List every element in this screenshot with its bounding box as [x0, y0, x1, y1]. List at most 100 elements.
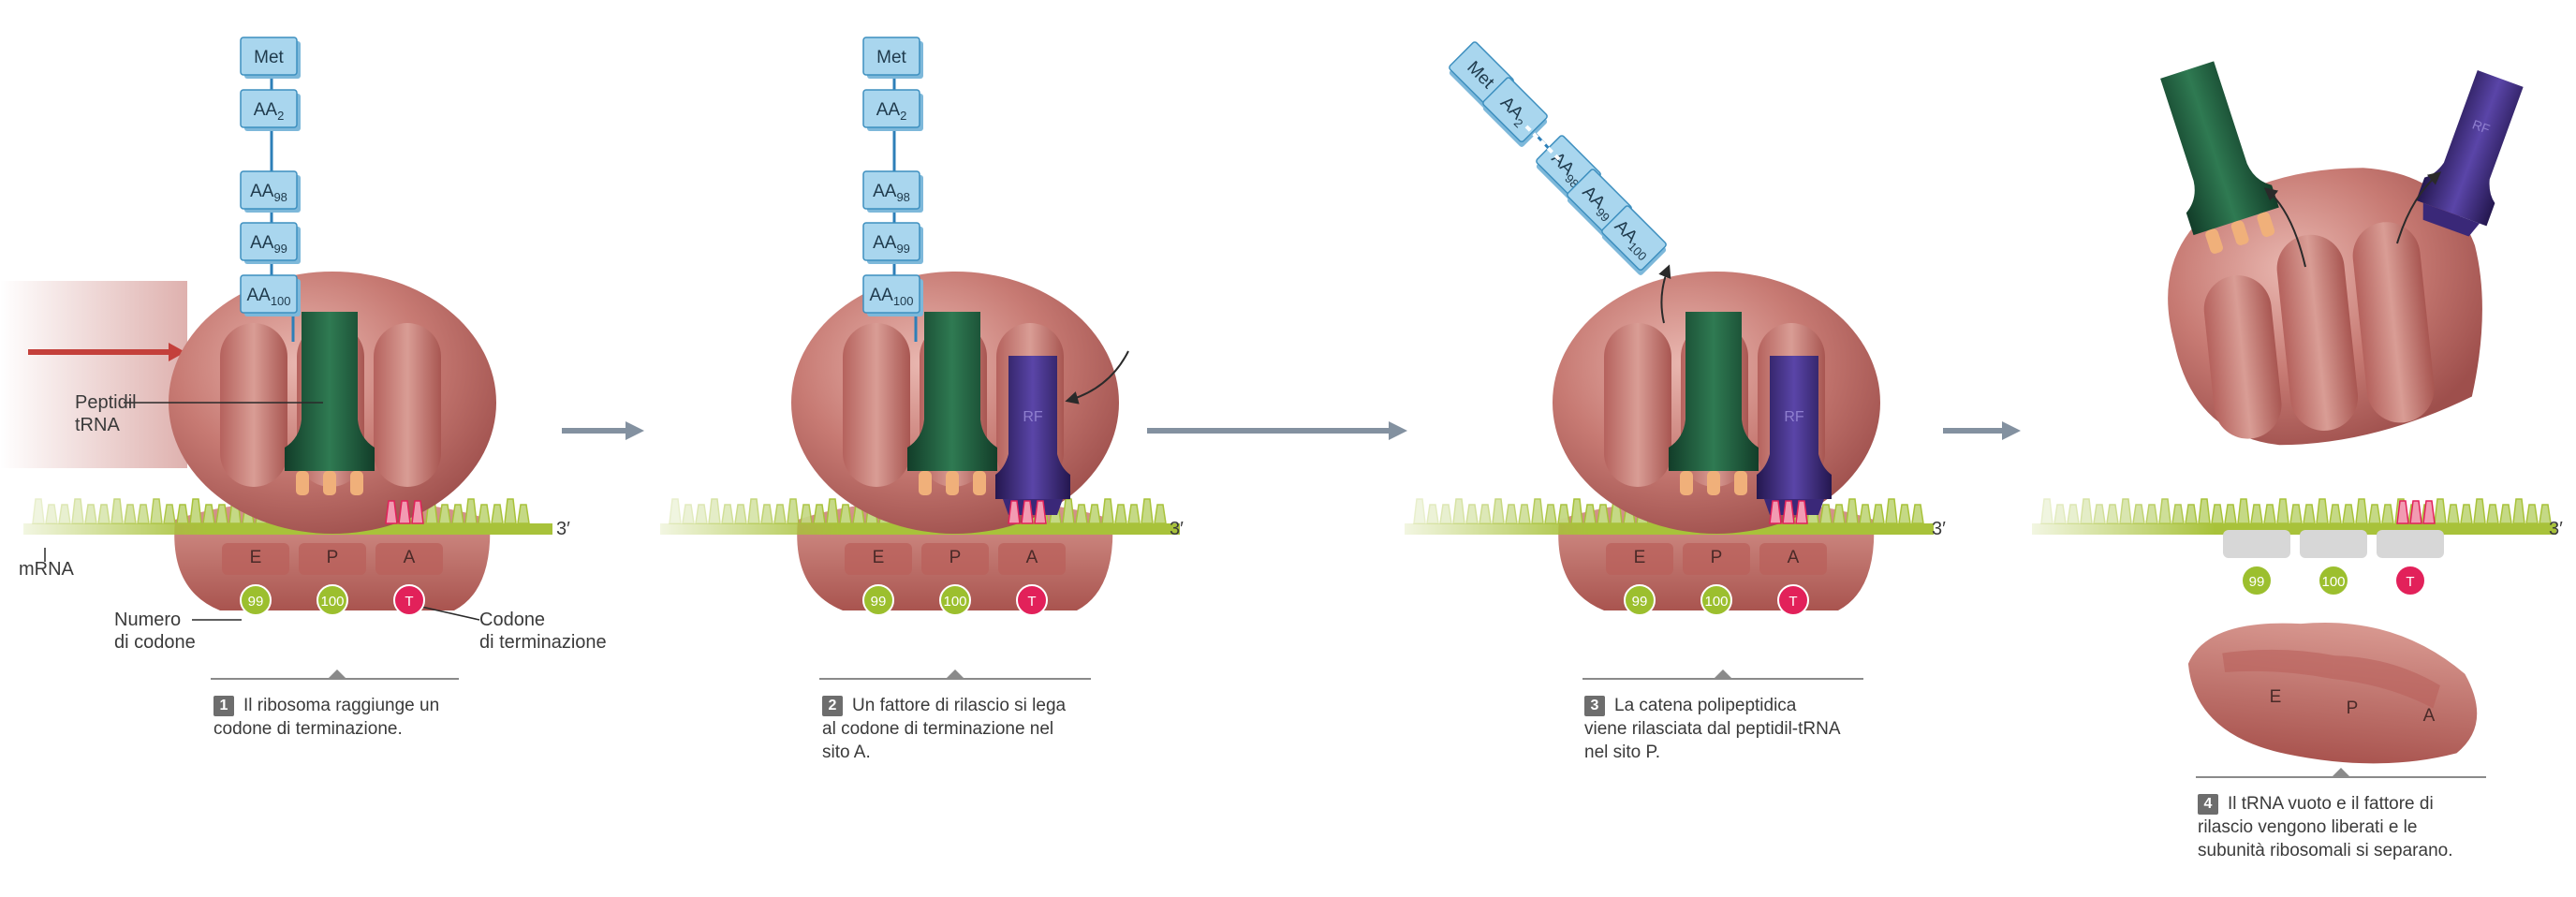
site-p-label: P: [2347, 698, 2359, 718]
codon-99-label: 99: [2249, 574, 2265, 590]
mrna-base: [1570, 498, 1583, 524]
mrna-base: [734, 504, 747, 524]
mrna-base: [682, 504, 695, 524]
peptidyl-trna-label-line2: tRNA: [75, 415, 120, 435]
rf-label: RF: [1023, 409, 1043, 425]
mrna-base: [1088, 504, 1101, 524]
stop-codon-base: [411, 500, 424, 524]
aa99-residue: AA99: [862, 222, 923, 264]
mrna-base: [1479, 504, 1492, 524]
mrna-base: [2237, 498, 2250, 524]
mrna-base: [1544, 504, 1557, 524]
step-4-line3: subunità ribosomali si separano.: [2198, 841, 2453, 860]
stop-codon-label-line1: Codone: [479, 610, 546, 630]
step-1-number: 1: [213, 696, 234, 716]
mrna-base: [1127, 504, 1141, 524]
mrna-base: [2224, 504, 2237, 524]
mrna-base: [2499, 504, 2512, 524]
stop-codon-label: T: [405, 594, 413, 610]
stop-codon-marker: [2394, 565, 2426, 596]
mrna-base: [813, 504, 826, 524]
motion-blur: [0, 281, 187, 468]
mrna-base: [2460, 504, 2473, 524]
mrna-base: [150, 498, 163, 524]
mrna-base: [163, 504, 176, 524]
mrna-base: [2040, 498, 2053, 524]
mrna-base: [2512, 498, 2525, 524]
mrna-base: [176, 504, 189, 524]
mrna-base: [1426, 504, 1439, 524]
aa100-residue-box: [240, 274, 298, 314]
step-2-number: 2: [822, 696, 843, 716]
codon-100-marker: [1700, 584, 1732, 616]
mrna-base: [708, 498, 721, 524]
step-1-panel: [0, 272, 552, 610]
mrna-base: [202, 504, 215, 524]
mrna-base: [451, 504, 464, 524]
mrna-base: [1505, 504, 1518, 524]
aa99-residue-box: [240, 222, 298, 261]
mrna-base: [2473, 498, 2486, 524]
released-aa100-residue: AA100: [1601, 205, 1667, 275]
codon-100-label: 100: [320, 594, 344, 610]
codon-99-marker: [240, 584, 272, 616]
met-residue: Met: [240, 37, 301, 79]
mrna-base: [826, 498, 839, 524]
aa99-residue: AA99: [240, 222, 301, 264]
site-a-label: A: [1788, 548, 1800, 567]
mrna-base: [2316, 498, 2329, 524]
mrna-base: [1492, 498, 1505, 524]
site-e-label: E: [250, 548, 262, 567]
mrna-base: [2342, 504, 2355, 524]
stop-codon-base: [385, 500, 398, 524]
mrna-base: [1898, 504, 1911, 524]
mrna-base: [2250, 504, 2263, 524]
site-e-label: E: [2270, 687, 2282, 707]
binding-arrow: [1065, 350, 1129, 404]
codon-99-marker: [862, 584, 894, 616]
stop-codon-base: [1008, 500, 1021, 524]
mrna-base: [2289, 504, 2303, 524]
mrna-base: [1819, 504, 1833, 524]
mrna-base: [2381, 504, 2394, 524]
mrna-base: [2198, 498, 2211, 524]
mrna-base: [97, 504, 110, 524]
mrna-base: [2171, 504, 2185, 524]
codon-number-label-line1: Numero: [114, 610, 182, 630]
site-a-label: A: [1026, 548, 1038, 567]
step-3-line3: nel sito P.: [1584, 743, 1660, 762]
site-p-label: P: [949, 548, 962, 567]
codon-100-marker: [2318, 565, 2349, 596]
stop-codon-base: [1769, 500, 1782, 524]
step-3-line1: La catena polipeptidica: [1614, 696, 1797, 715]
aa100-residue: AA100: [240, 274, 301, 316]
mrna-base: [2276, 498, 2289, 524]
released-aa2-residue: AA2: [1482, 77, 1548, 147]
mrna-base: [2355, 498, 2368, 524]
peptidyl-trna-label-line1: Peptidil: [75, 392, 137, 413]
mrna-base: [464, 498, 478, 524]
codon-99-label: 99: [248, 594, 264, 610]
mrna-base: [760, 504, 773, 524]
codon-99-marker: [1624, 584, 1656, 616]
mrna-base: [2185, 504, 2198, 524]
mrna-base: [1518, 504, 1531, 524]
met-residue-label: Met: [254, 48, 284, 67]
aa100-residue-box: [862, 274, 920, 314]
rf-label: RF: [2470, 117, 2492, 137]
motion-arrowhead: [169, 343, 185, 361]
trna-exit-arrow: [2263, 187, 2306, 268]
met-residue: Met: [862, 37, 923, 79]
mrna-base: [2525, 504, 2539, 524]
mrna-base: [1413, 498, 1426, 524]
stop-codon-marker: [393, 584, 425, 616]
codon-99-label: 99: [1632, 594, 1648, 610]
stop-codon-base: [2409, 500, 2422, 524]
met-residue-box: [862, 37, 920, 76]
mrna-base: [839, 504, 852, 524]
site-e-label: E: [1634, 548, 1646, 567]
site-p-label: P: [327, 548, 339, 567]
